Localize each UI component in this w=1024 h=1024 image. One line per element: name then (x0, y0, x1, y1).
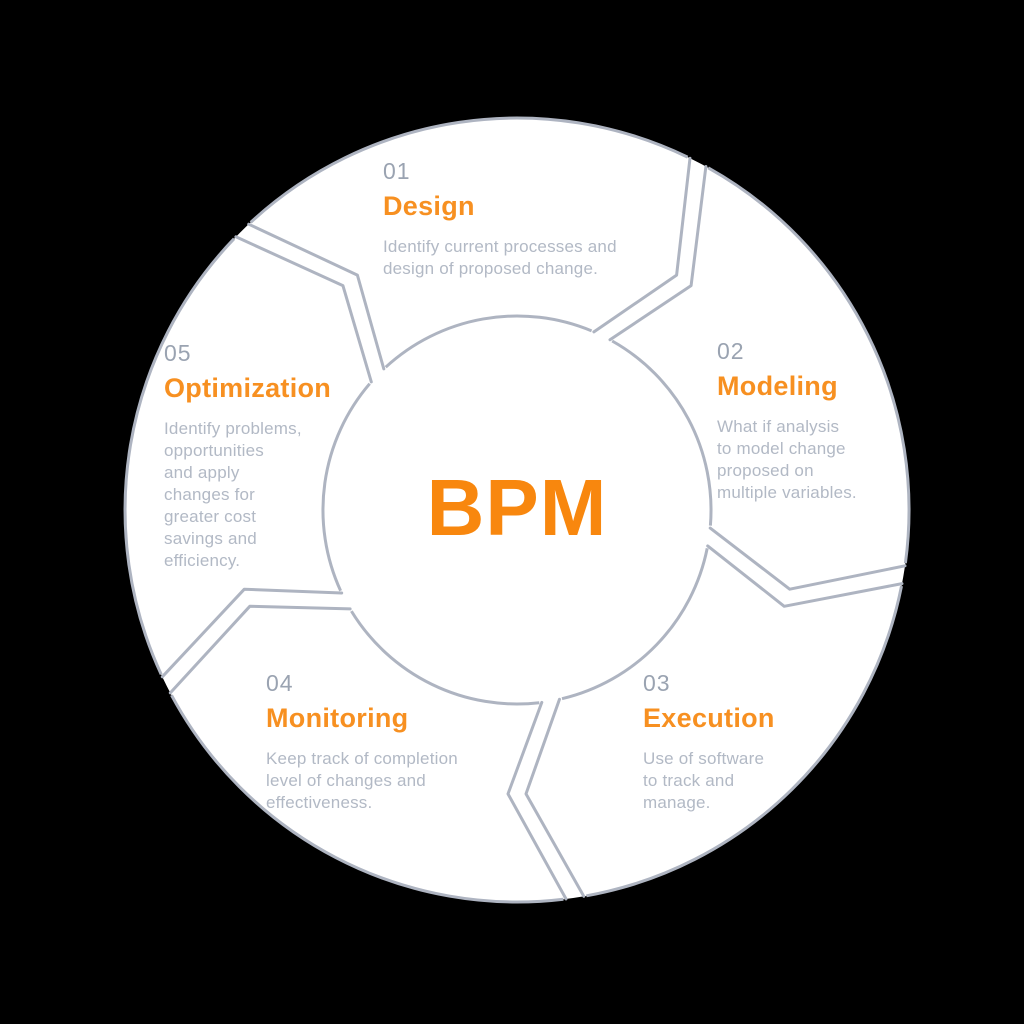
wheel-line (170, 694, 564, 904)
segment-number: 01 (383, 158, 411, 184)
wheel-line (168, 604, 352, 695)
wheel-line (350, 610, 540, 706)
wheel-line (160, 587, 344, 679)
segment-monitoring: 04 Monitoring Keep track of completion l… (266, 672, 458, 814)
segment-modeling: 02 Modeling What if analysis to model ch… (717, 340, 857, 504)
segment-title: Modeling (717, 371, 838, 401)
wheel-line (249, 116, 689, 224)
segment-execution: 03 Execution Use of software to track an… (643, 672, 775, 814)
wheel-line (506, 700, 568, 901)
segment-dividers (160, 156, 907, 901)
segment-title: Optimization (164, 373, 332, 403)
wheel-line (592, 156, 692, 334)
wheel-line (708, 526, 907, 591)
segment-number: 05 (164, 340, 192, 366)
segment-number: 03 (643, 670, 671, 696)
segment-number: 04 (266, 670, 294, 696)
segment-description: Keep track of completion level of change… (266, 749, 458, 812)
wheel-line (524, 697, 586, 898)
wheel-line (586, 585, 903, 898)
segment-description: Identify current processes and design of… (383, 237, 617, 278)
wheel-disc (125, 118, 909, 902)
wheel-inner-ring (321, 314, 713, 706)
segment-title: Execution (643, 703, 775, 733)
wheel-outer-ring (123, 116, 911, 904)
segment-title: Monitoring (266, 703, 409, 733)
wheel-line (321, 382, 371, 592)
wheel-line (707, 166, 911, 564)
wheel-line (608, 165, 708, 342)
wheel-line (123, 237, 236, 676)
bpm-center-label: BPM (426, 463, 608, 552)
segment-design: 01 Design Identify current processes and… (383, 160, 617, 280)
segment-optimization: 05 Optimization Identify problems, oppor… (164, 342, 331, 572)
wheel-line (234, 235, 373, 384)
wheel-line (247, 222, 386, 371)
segment-description: Use of software to track and manage. (643, 749, 765, 812)
segment-description: Identify problems, opportunities and app… (164, 419, 302, 570)
wheel-line (384, 314, 593, 369)
wheel-line (706, 544, 904, 608)
segment-title: Design (383, 191, 475, 221)
segment-description: What if analysis to model change propose… (717, 417, 857, 502)
wheel-line (561, 548, 709, 701)
wheel-line (611, 339, 713, 526)
segment-number: 02 (717, 338, 745, 364)
